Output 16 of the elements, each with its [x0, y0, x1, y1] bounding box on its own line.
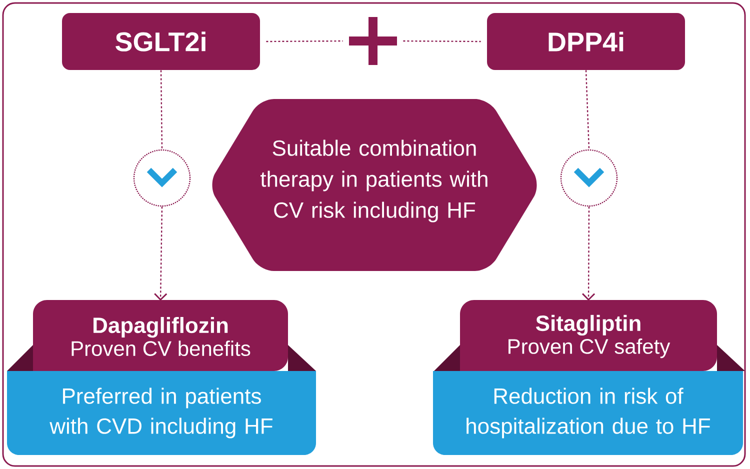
- connector: [160, 70, 163, 150]
- check-circle: [560, 149, 618, 207]
- hexagon-box: Suitable combination therapy in patients with CV risk including HF: [212, 99, 537, 271]
- drug-tab: Dapagliflozin Proven CV benefits: [7, 300, 316, 371]
- class-box: DPP4i: [487, 13, 685, 70]
- check-circle: [133, 149, 191, 207]
- info-box: Reduction in risk of hospitalization due to HF: [433, 371, 743, 455]
- class-box: SGLT2i: [62, 13, 260, 70]
- connector: [582, 206, 596, 301]
- connector: [154, 206, 168, 301]
- info-box: Preferred in patients with CVD including HF: [7, 371, 316, 455]
- plus-sign: [349, 17, 397, 65]
- connector: [266, 40, 343, 42]
- drug-tab: Sitagliptin Proven CV safety: [434, 300, 745, 371]
- connector: [585, 70, 590, 150]
- connector: [403, 40, 481, 42]
